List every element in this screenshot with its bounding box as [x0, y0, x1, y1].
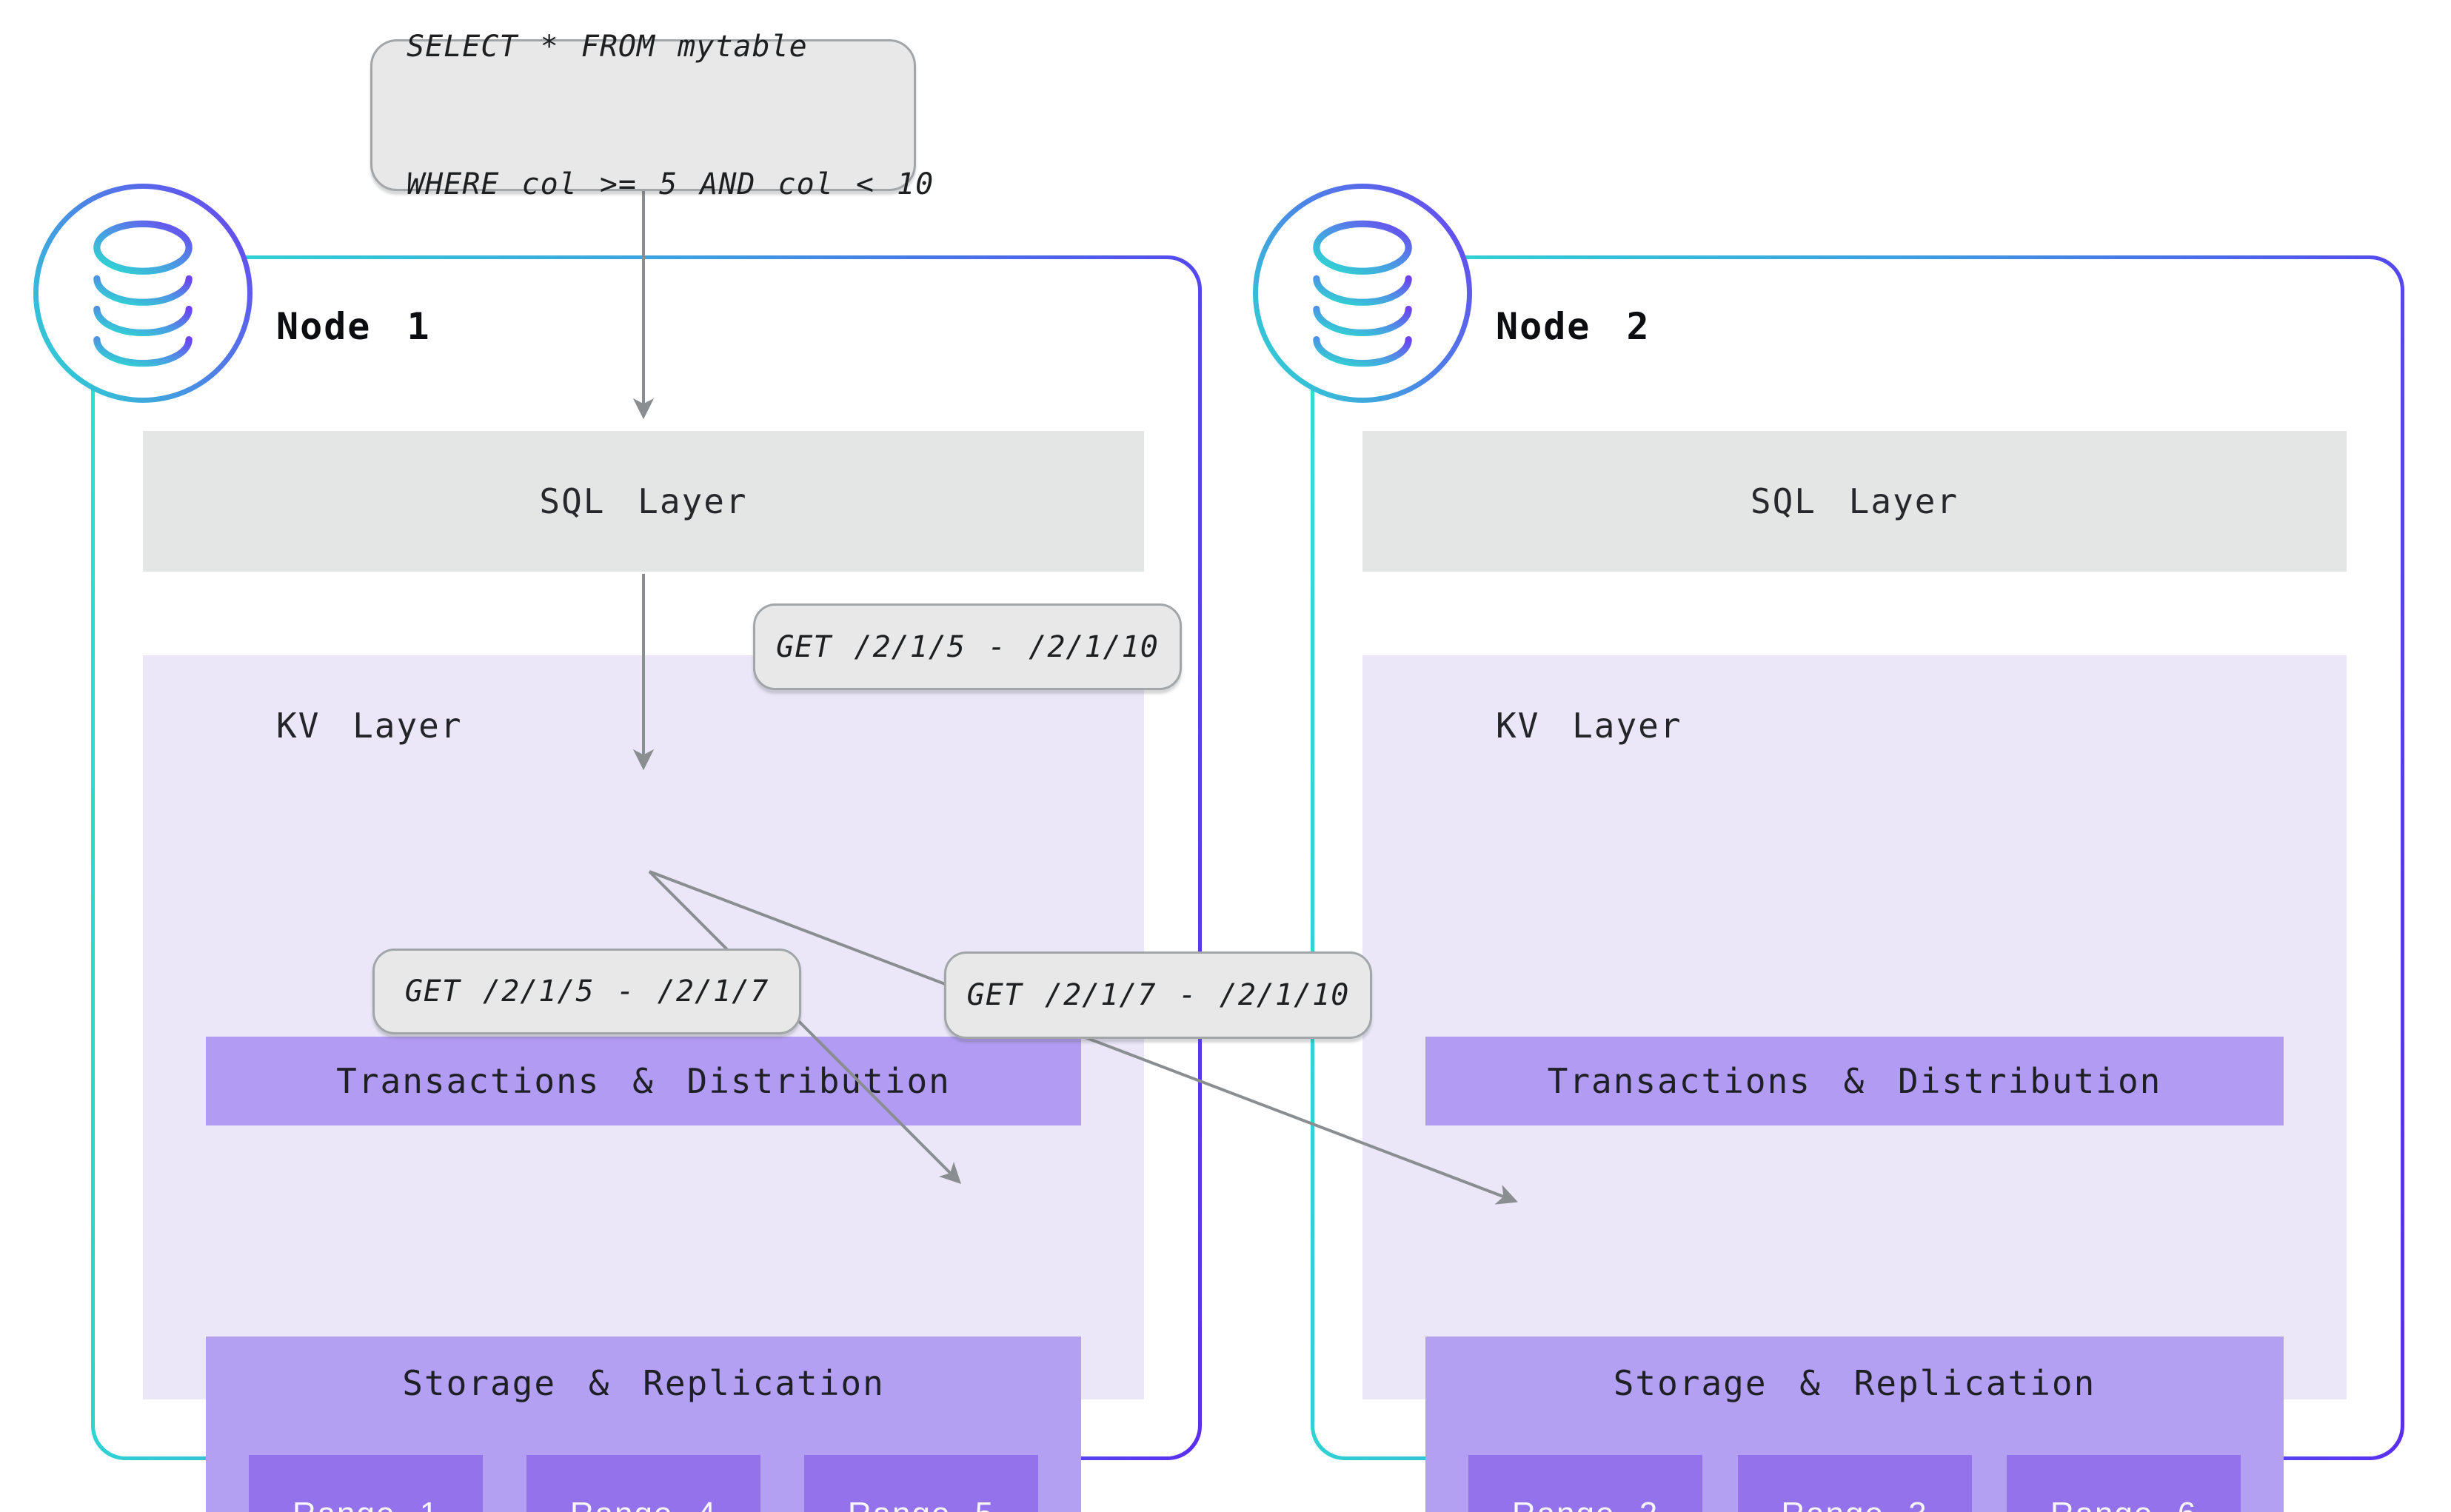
- node-1-title: Node 1: [276, 305, 431, 348]
- sql-layer-label: SQL Layer: [1750, 481, 1959, 521]
- node-2-inner: Node 2 SQL Layer KV Layer Transactions &…: [1314, 259, 2401, 1512]
- node-2-sql-layer: SQL Layer: [1362, 431, 2347, 572]
- range-box: Range 2: [1468, 1455, 1702, 1512]
- database-icon: [93, 220, 193, 367]
- node-1-sql-layer: SQL Layer: [143, 431, 1144, 572]
- storage-label: Storage & Replication: [1613, 1363, 2096, 1403]
- transactions-label: Transactions & Distribution: [336, 1061, 951, 1101]
- range-box: Range 6: [2007, 1455, 2241, 1512]
- node-1-inner: Node 1 SQL Layer KV Layer Transactions &…: [95, 259, 1198, 1512]
- database-icon: [1313, 220, 1412, 367]
- node-1-ranges: Range 1 Range 4 Range 5: [249, 1455, 1038, 1512]
- node-2-transactions-distribution: Transactions & Distribution: [1425, 1037, 2284, 1125]
- node-1-storage-replication: Storage & Replication Range 1 Range 4 Ra…: [206, 1337, 1081, 1512]
- range-box: Range 3: [1737, 1455, 1972, 1512]
- kv-layer-label: KV Layer: [276, 706, 463, 746]
- node-1-box: Node 1 SQL Layer KV Layer Transactions &…: [91, 255, 1202, 1512]
- range-box: Range 1: [249, 1455, 483, 1512]
- sql-query-line1: SELECT * FROM mytable: [407, 29, 808, 64]
- node-1-database-badge: [33, 184, 253, 403]
- node-1-transactions-distribution: Transactions & Distribution: [206, 1037, 1081, 1125]
- sql-layer-label: SQL Layer: [539, 481, 748, 521]
- sql-query-callout: SELECT * FROM mytable WHERE col >= 5 AND…: [370, 30, 933, 201]
- storage-label: Storage & Replication: [402, 1363, 885, 1403]
- range-box: Range 4: [526, 1455, 760, 1512]
- get-range-callout-remote: GET /2/1/7 - /2/1/10: [944, 951, 1372, 1039]
- node-2-box: Node 2 SQL Layer KV Layer Transactions &…: [1311, 255, 2404, 1512]
- get-range-callout-local: GET /2/1/5 - /2/1/7: [372, 949, 801, 1034]
- node-2-kv-layer: KV Layer Transactions & Distribution Sto…: [1362, 655, 2347, 1512]
- node-2-title: Node 2: [1496, 305, 1651, 348]
- get-range-callout-full: GET /2/1/5 - /2/1/10: [753, 603, 1182, 690]
- transactions-label: Transactions & Distribution: [1547, 1061, 2162, 1101]
- range-box: Range 5: [804, 1455, 1038, 1512]
- node-2-storage-replication: Storage & Replication Range 2 Range 3 Ra…: [1425, 1337, 2284, 1512]
- node-2-ranges: Range 2 Range 3 Range 6: [1468, 1455, 2241, 1512]
- sql-query-line2: WHERE col >= 5 AND col < 10: [407, 167, 934, 201]
- node-2-database-badge: [1253, 184, 1472, 403]
- kv-layer-label: KV Layer: [1496, 706, 1682, 746]
